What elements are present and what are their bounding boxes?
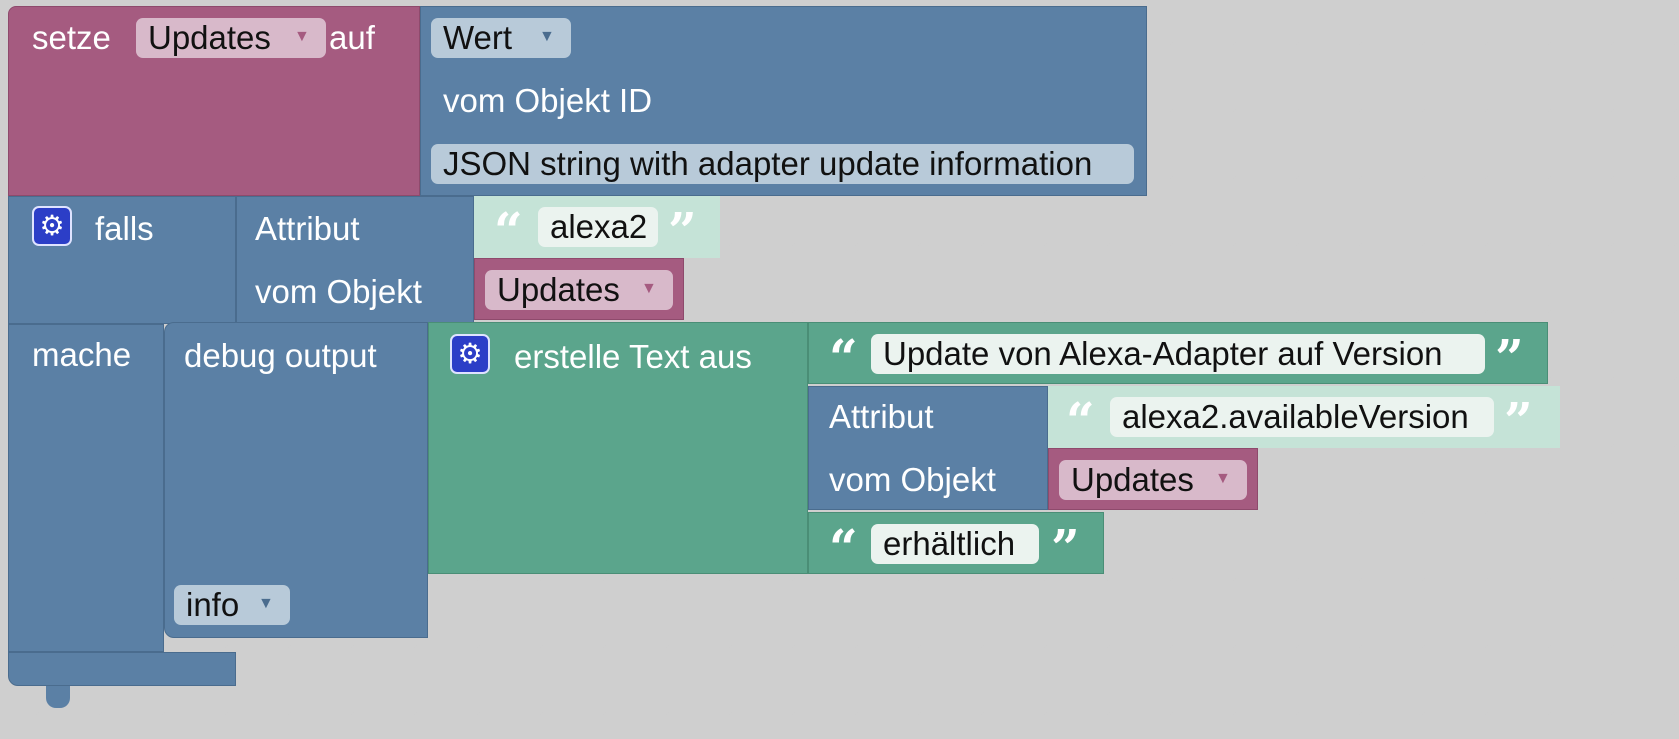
attribute-condition-block[interactable]: Attribut vom Objekt xyxy=(236,196,474,324)
object-id-field[interactable]: JSON string with adapter update informat… xyxy=(431,144,1134,184)
variable-block-updates[interactable]: Updates ▼ xyxy=(474,258,684,320)
variable-dropdown-updates[interactable]: Updates ▼ xyxy=(485,270,673,310)
gear-icon[interactable]: ⚙ xyxy=(32,206,72,246)
if-block-do-rail: mache xyxy=(8,324,164,652)
string-literal-update-von[interactable]: “ Update von Alexa-Adapter auf Version ” xyxy=(808,322,1548,384)
gear-icon[interactable]: ⚙ xyxy=(450,334,490,374)
set-keyword: setze xyxy=(32,19,111,56)
string-literal-alexa2[interactable]: “ alexa2 ” xyxy=(474,196,720,258)
quote-open-icon: “ xyxy=(1066,391,1095,450)
if-block-footer xyxy=(8,652,236,686)
attribute-label: Attribut xyxy=(255,210,360,247)
chevron-down-icon: ▼ xyxy=(294,28,310,45)
set-variable-block[interactable]: setze Updates ▼ auf xyxy=(8,6,420,196)
text-join-block[interactable]: ⚙ erstelle Text aus xyxy=(428,322,808,574)
chevron-down-icon: ▼ xyxy=(641,280,657,297)
string-value-field[interactable]: alexa2 xyxy=(538,207,658,247)
block-notch xyxy=(46,686,70,708)
quote-close-icon: ” xyxy=(1495,328,1524,387)
text-join-label: erstelle Text aus xyxy=(514,338,752,375)
value-type-dropdown[interactable]: Wert ▼ xyxy=(431,18,571,58)
object-id-label: vom Objekt ID xyxy=(443,82,653,119)
string-value-field[interactable]: erhältlich xyxy=(871,524,1039,564)
chevron-down-icon: ▼ xyxy=(258,595,274,612)
get-state-block[interactable]: Wert ▼ vom Objekt ID JSON string with ad… xyxy=(420,6,1147,196)
quote-close-icon: ” xyxy=(1504,391,1533,450)
quote-open-icon: “ xyxy=(829,518,858,577)
debug-output-block[interactable]: debug output info ▼ xyxy=(164,322,428,638)
attribute-label: Attribut xyxy=(829,398,934,435)
chevron-down-icon: ▼ xyxy=(539,28,555,45)
variable-dropdown-updates[interactable]: Updates ▼ xyxy=(136,18,326,58)
quote-close-icon: ” xyxy=(1051,518,1080,577)
chevron-down-icon: ▼ xyxy=(1215,470,1231,487)
variable-block-updates[interactable]: Updates ▼ xyxy=(1048,448,1258,510)
attribute-block[interactable]: Attribut vom Objekt xyxy=(808,386,1048,510)
from-object-label: vom Objekt xyxy=(255,273,422,310)
from-object-label: vom Objekt xyxy=(829,461,996,498)
quote-open-icon: “ xyxy=(829,328,858,387)
string-literal-available-version[interactable]: “ alexa2.availableVersion ” xyxy=(1048,386,1560,448)
set-connector: auf xyxy=(329,19,375,56)
quote-close-icon: ” xyxy=(668,201,697,260)
string-literal-erhaeltlich[interactable]: “ erhältlich ” xyxy=(808,512,1104,574)
string-value-field[interactable]: alexa2.availableVersion xyxy=(1110,397,1494,437)
if-keyword: falls xyxy=(95,210,154,247)
log-level-dropdown[interactable]: info ▼ xyxy=(174,585,290,625)
debug-output-label: debug output xyxy=(184,337,377,374)
quote-open-icon: “ xyxy=(494,201,523,260)
if-block[interactable]: ⚙ falls xyxy=(8,196,236,324)
string-value-field[interactable]: Update von Alexa-Adapter auf Version xyxy=(871,334,1485,374)
variable-dropdown-updates[interactable]: Updates ▼ xyxy=(1059,460,1247,500)
do-keyword: mache xyxy=(32,336,132,373)
